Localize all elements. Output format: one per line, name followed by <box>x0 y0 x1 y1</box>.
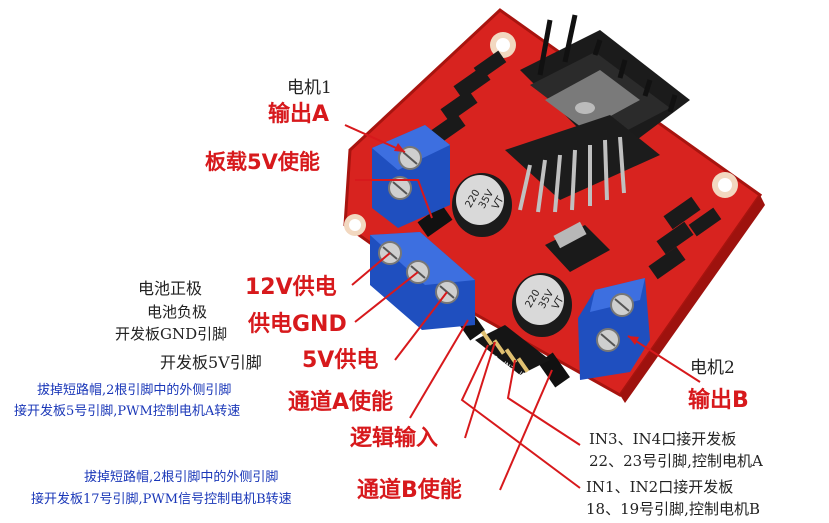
terminal-block-motor-b <box>578 278 650 380</box>
enb-note-line-2: 接开发板17号引脚,PWM信号控制电机B转速 <box>31 492 292 507</box>
ena-note-line-1: 拔掉短路帽,2根引脚中的外侧引脚 <box>37 383 232 398</box>
capacitor: 220 35V VT <box>452 173 512 237</box>
arrow-5v <box>394 291 448 361</box>
battery-negative-label: 电池负极 <box>147 303 208 321</box>
pcb-shadow-edge <box>620 195 765 403</box>
voltage-regulator <box>545 221 610 272</box>
arrow-in12 <box>460 344 581 489</box>
diode-array-right <box>648 196 722 280</box>
enb-note-line-1: 拔掉短路帽,2根引脚中的外侧引脚 <box>84 470 279 485</box>
capacitor: 220 35V VT <box>512 273 572 337</box>
arrowhead <box>628 336 639 345</box>
mounting-hole <box>712 172 738 198</box>
in1-in2-note-line-2: 18、19号引脚,控制电机B <box>586 500 760 518</box>
motor-1-title: 电机1 <box>287 78 332 98</box>
arrow-motor-b <box>627 335 701 383</box>
terminal-block-power <box>370 232 475 330</box>
l298n-chip <box>505 115 660 213</box>
in3-in4-note-line-2: 22、23号引脚,控制电机A <box>589 452 763 470</box>
gnd-supply-label: 供电GND <box>248 312 347 337</box>
in1-in2-note-line-1: IN1、IN2口接开发板 <box>586 478 734 496</box>
arrowhead <box>394 143 405 152</box>
arrow-in34 <box>506 359 581 446</box>
terminal-block-motor-a <box>372 125 450 228</box>
channel-b-enable-label: 通道B使能 <box>357 478 462 503</box>
channel-a-enable-label: 通道A使能 <box>288 390 394 415</box>
board-gnd-pin-label: 开发板GND引脚 <box>115 325 228 343</box>
logic-input-label: 逻辑输入 <box>350 426 439 451</box>
in3-in4-note-line-1: IN3、IN4口接开发板 <box>589 430 737 448</box>
arrow-enb <box>499 369 553 491</box>
heatsink <box>520 14 690 160</box>
motor-1-output-label: 输出A <box>268 102 330 127</box>
board-5v-pin-label: 开发板5V引脚 <box>160 353 262 372</box>
arrow-logic <box>464 341 496 439</box>
arrow-motor-a <box>344 124 406 153</box>
arrow-12v <box>351 252 391 286</box>
mounting-hole <box>344 214 366 236</box>
12v-supply-label: 12V供电 <box>245 275 337 300</box>
arrow-ena <box>409 319 469 419</box>
pin-label-in4: IN4 <box>517 370 532 384</box>
motor-2-title: 电机2 <box>690 358 735 378</box>
jumper-5v <box>417 205 453 237</box>
arrow-gnd <box>354 271 419 323</box>
onboard-5v-enable-label: 板载5V使能 <box>205 150 320 174</box>
motor-2-output-label: 输出B <box>688 388 749 413</box>
battery-positive-label: 电池正极 <box>138 279 203 298</box>
ena-note-line-2: 接开发板5号引脚,PWM控制电机A转速 <box>14 404 241 419</box>
5v-supply-label: 5V供电 <box>302 348 379 373</box>
mounting-hole <box>490 32 516 58</box>
arrow-onboard-5v <box>355 179 433 219</box>
